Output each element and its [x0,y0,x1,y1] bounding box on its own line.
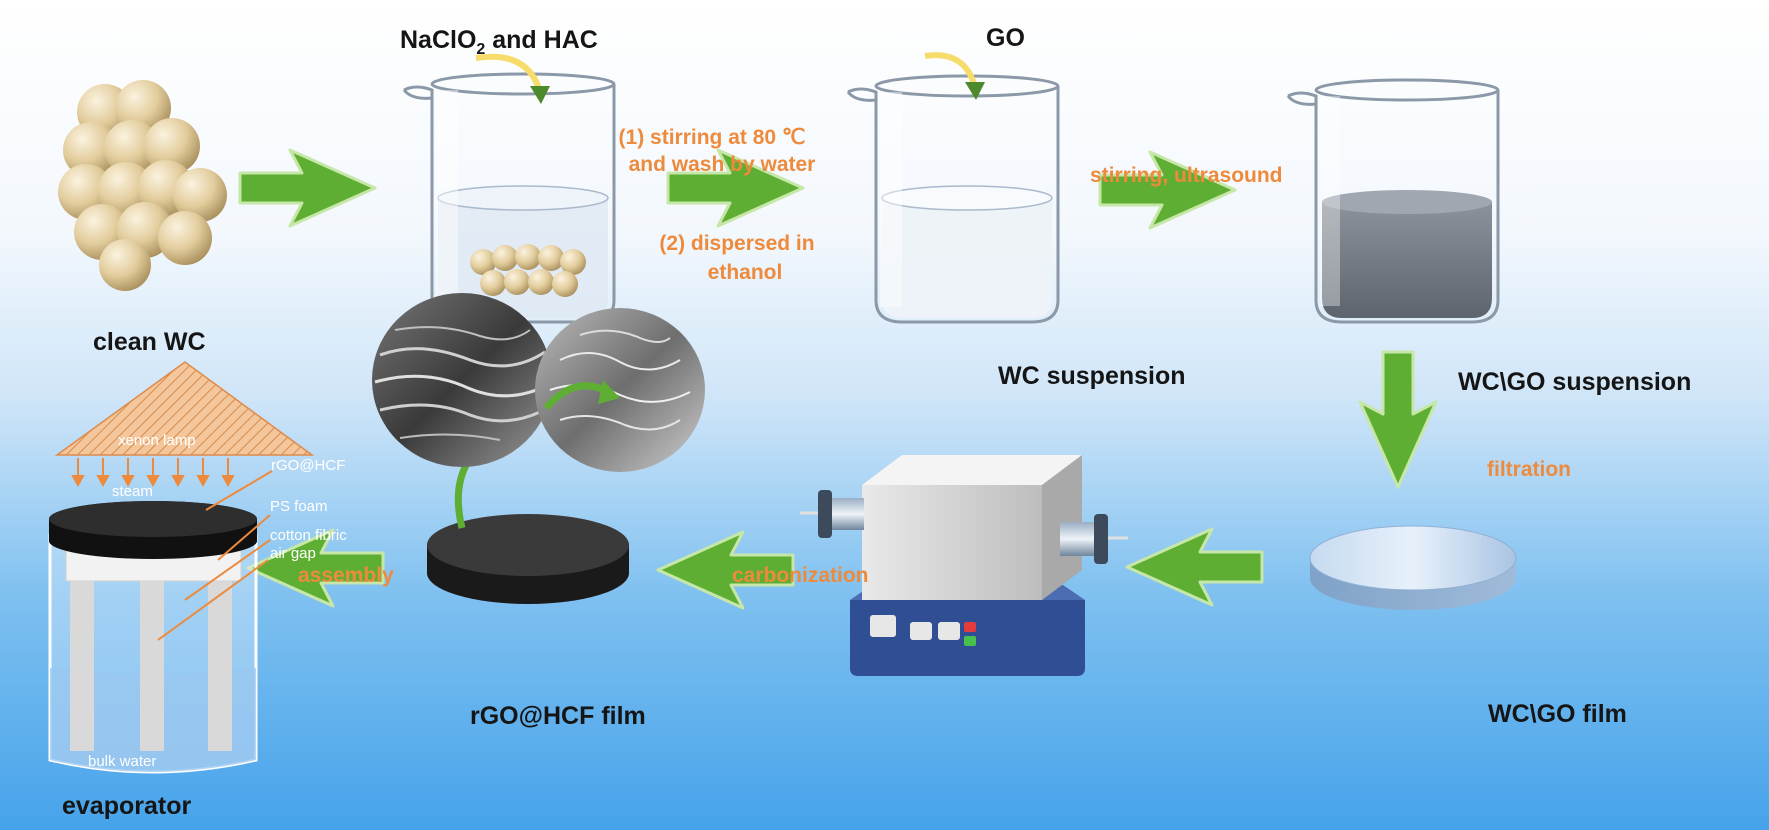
label-bulk-water: bulk water [88,753,157,770]
step-disperse-line1: (2) dispersed in [659,232,815,255]
sem-image-surface [535,308,705,472]
step-assembly: assembly [298,564,394,587]
label-rgo-film: rGO@HCF film [470,702,646,730]
evaporator-device [48,361,315,774]
tube-furnace [800,455,1128,676]
label-cotton-fibric: cotton fibric [270,527,347,544]
label-wcgo-suspension: WC\GO suspension [1458,368,1692,396]
label-rgo-hcf: rGO@HCF [271,457,346,474]
label-xenon-lamp: xenon lamp [118,432,196,449]
flow-arrow-1 [238,148,377,228]
beaker-wc-suspension [846,74,1060,324]
clean-wc-spheres [58,80,227,291]
label-wcgo-film: WC\GO film [1488,700,1627,728]
reagent-oxidizer-subscript: 2 [476,41,486,58]
reagent-drop-arrow-2 [924,52,978,89]
reagent-drop-arrowhead-2 [965,82,985,100]
step-stir-ultrasound: stirring, ultrasound [1090,164,1283,187]
reagent-oxidizer-rest: and HAC [485,26,598,54]
step-disperse-line2: ethanol [707,261,783,284]
label-ps-foam: PS foam [270,498,328,515]
label-evaporator: evaporator [62,792,192,820]
step-carbonization: carbonization [732,564,869,587]
beaker-oxidation [402,72,616,324]
reagent-drop-arrowhead-1 [530,86,550,104]
sem-image-cross-section [372,293,552,467]
reagent-label-go: GO [986,24,1025,52]
reagent-label-oxidizer: NaClO2 and HAC [400,26,598,59]
beaker-wcgo-suspension [1286,78,1500,324]
flow-arrow-4 [1125,527,1264,607]
step-stir-wash-line1: (1) stirring at 80 ℃ [618,126,806,149]
flow-arrow-filtration [1358,350,1438,489]
wcgo-film-disk [1309,525,1517,610]
label-wc-suspension: WC suspension [998,362,1186,390]
step-filtration: filtration [1487,458,1571,481]
evaporator-leader-lines [157,470,273,641]
label-air-gap: air gap [270,545,316,562]
label-steam: steam [112,483,153,500]
step-stir-wash-line2: and wash by water [628,153,816,176]
rgo-film-disk [427,514,629,604]
reagent-oxidizer-main: NaClO [400,26,477,54]
reagent-drop-arrow-1 [475,53,543,93]
curved-arrow-sem-head [598,380,620,404]
label-clean-wc: clean WC [93,328,206,356]
